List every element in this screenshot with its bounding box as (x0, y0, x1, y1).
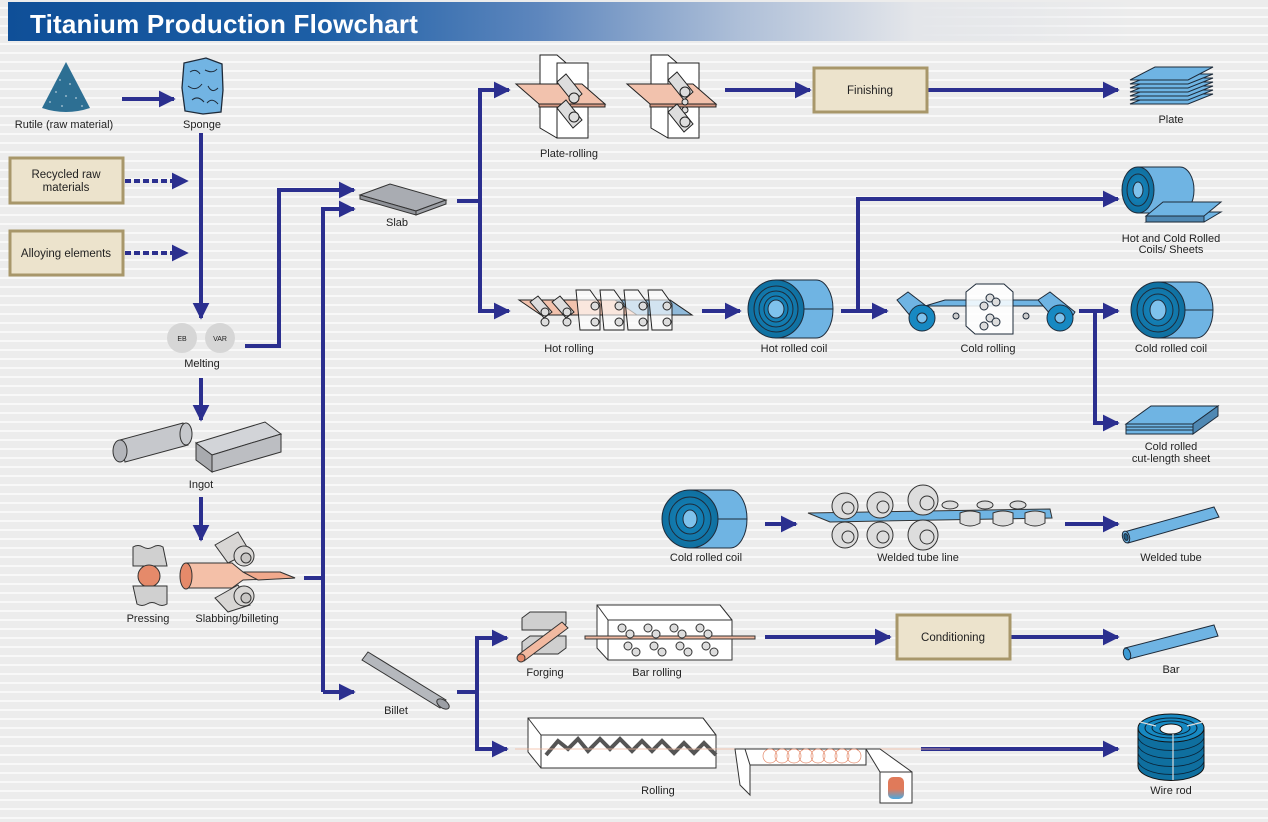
finishing-label: Finishing (847, 85, 893, 97)
process-box-finishing: Finishing (812, 66, 929, 114)
billet-label: Billet (384, 705, 408, 717)
coils-sheets-label-line1: Hot and Cold Rolled (1122, 233, 1220, 245)
melting-label: Melting (184, 358, 219, 370)
ingot-label: Ingot (189, 479, 213, 491)
rutile-label: Rutile (raw material) (15, 119, 113, 131)
connectors (122, 81, 1120, 758)
arrow-slab-to-hot-rolling (478, 201, 511, 320)
welded-tube-line-icon (807, 484, 1053, 551)
hot-rolled-coil-label: Hot rolled coil (761, 343, 828, 355)
rutile-icon (42, 62, 90, 112)
recycled-label-line1: Recycled raw (31, 169, 101, 181)
recycled-label-line2: materials (43, 182, 90, 194)
coil-laying-conveyor-icon (734, 748, 913, 804)
plate-label: Plate (1158, 114, 1183, 126)
ingot-block-icon (194, 421, 283, 473)
cold-rolling-mill-icon (896, 283, 1076, 335)
plate-stack-icon (1129, 66, 1214, 105)
tube-cold-rolled-coil-icon (661, 489, 748, 549)
cut-length-sheet-icon (1124, 405, 1220, 435)
cold-rolled-coil-label: Cold rolled coil (1135, 343, 1207, 355)
plate-rolling-label: Plate-rolling (540, 148, 598, 160)
plate-rolling-stand-2-icon (625, 54, 718, 139)
arrow-to-coils-sheets (856, 190, 1120, 311)
title-bar: Titanium Production Flowchart (8, 2, 1268, 41)
hot-rolled-coil-icon (747, 279, 834, 339)
arrow-slabbing-to-slab (321, 200, 356, 692)
arrow-billet-to-forging (475, 629, 509, 692)
sponge-label: Sponge (183, 119, 221, 131)
melting-eb-icon: EB (167, 323, 197, 353)
hot-rolling-mill-icon (517, 289, 694, 331)
bar-rolling-label: Bar rolling (632, 667, 682, 679)
cut-length-sheet-label-line1: Cold rolled (1145, 441, 1198, 453)
ingot-cylinder-icon (112, 422, 193, 463)
slab-icon (358, 183, 448, 216)
alloying-label: Alloying elements (21, 248, 111, 260)
wire-rolling-mill-icon (515, 717, 950, 769)
melting-var-icon: VAR (205, 323, 235, 353)
wire-rod-coil-icon (1137, 713, 1205, 781)
slabbing-label: Slabbing/billeting (195, 613, 278, 625)
bar-rolling-icon (584, 604, 756, 661)
coils-sheets-icon (1121, 166, 1223, 223)
page-title: Titanium Production Flowchart (30, 9, 419, 39)
arrow-to-cut-length-sheet (1093, 311, 1120, 432)
wire-rod-label: Wire rod (1150, 785, 1192, 797)
bar-label: Bar (1162, 664, 1179, 676)
billet-icon (361, 651, 450, 710)
plate-rolling-stand-1-icon (514, 54, 607, 139)
welded-tube-label: Welded tube (1140, 552, 1202, 564)
bar-icon (1122, 624, 1219, 661)
pressing-icon (132, 545, 168, 606)
eb-label: EB (177, 336, 187, 343)
arrow-billet-to-rolling (475, 692, 509, 758)
arrow-melting-to-slab (245, 181, 356, 348)
process-box-alloying: Alloying elements (8, 229, 125, 277)
pressing-label: Pressing (127, 613, 170, 625)
conditioning-label: Conditioning (921, 632, 985, 644)
cut-length-sheet-label-line2: cut-length sheet (1132, 453, 1210, 465)
forging-icon (516, 611, 569, 663)
cold-rolling-label: Cold rolling (960, 343, 1015, 355)
sponge-icon (181, 57, 224, 115)
var-label: VAR (213, 336, 227, 343)
rolling-label: Rolling (641, 785, 675, 797)
tube-cold-rolled-coil-label: Cold rolled coil (670, 552, 742, 564)
process-box-conditioning: Conditioning (895, 613, 1012, 661)
hot-rolling-label: Hot rolling (544, 343, 594, 355)
slabbing-icon (179, 531, 296, 613)
welded-tube-line-label: Welded tube line (877, 552, 959, 564)
slab-label: Slab (386, 217, 408, 229)
coils-sheets-label-line2: Coils/ Sheets (1139, 244, 1204, 256)
welded-tube-icon (1121, 506, 1220, 544)
process-box-recycled: Recycled raw materials (8, 156, 125, 205)
forging-label: Forging (526, 667, 563, 679)
arrow-slab-to-plate-rolling (478, 81, 511, 201)
cold-rolled-coil-icon (1130, 281, 1214, 339)
